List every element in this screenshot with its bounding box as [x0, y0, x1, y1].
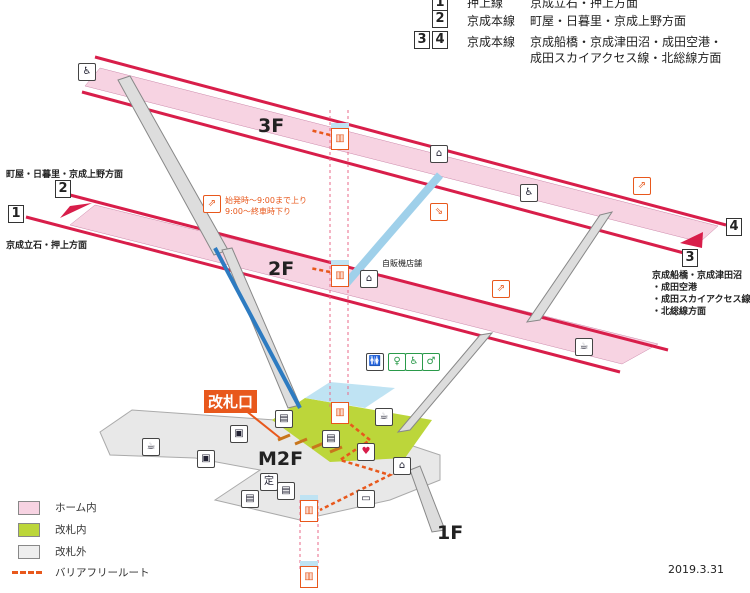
escalator-icon: ⇗ — [203, 195, 221, 213]
cafe-icon: ☕ — [142, 438, 160, 456]
elevator-shaft — [299, 110, 349, 570]
ticket-office-icon: ▤ — [322, 430, 340, 448]
platform-3-direction-line: ・成田スカイアクセス線 — [652, 295, 750, 305]
platform-3-direction-line: 京成船橋・京成津田沼 — [652, 271, 743, 281]
track-4 — [94, 55, 727, 227]
legend-label-outside-gate: 改札外 — [55, 546, 87, 558]
ticket-machine-icon: ▣ — [197, 450, 215, 468]
platform-4-number: 4 — [726, 218, 742, 236]
line-34-name: 京成本線 — [467, 35, 516, 49]
escalator-icon: ⇗ — [633, 177, 651, 195]
restroom-area — [305, 382, 395, 408]
line-number-4: 4 — [432, 31, 448, 49]
track-3 — [81, 90, 685, 255]
platform-3-number: 3 — [682, 249, 698, 267]
ostomate-icon: ♂ — [422, 353, 440, 371]
ticket-gate-label: 改札口 — [204, 390, 258, 413]
line-2-direction: 町屋・日暮里・京成上野方面 — [530, 14, 687, 28]
line-1-direction: 京成立石・押上方面 — [530, 0, 639, 10]
escalator-note-line: 9:00～終車時下り — [225, 207, 291, 216]
platform-1-number: 1 — [8, 205, 24, 223]
revision-date: 2019.3.31 — [668, 563, 724, 576]
ticket-office-icon: ▤ — [277, 482, 295, 500]
ticket-office-icon: ▤ — [241, 490, 259, 508]
direction-arrow-left — [60, 203, 92, 218]
restroom-icon: 🚻 — [366, 353, 384, 371]
legend-label-barrier-free: バリアフリールート — [55, 567, 150, 579]
barrier-free-route — [309, 128, 394, 512]
commuter-pass-icon: 定 — [260, 473, 278, 491]
line-2-name: 京成本線 — [467, 14, 516, 28]
line-number-3: 3 — [414, 31, 430, 49]
platform-3-direction-line: ・北総線方面 — [652, 307, 707, 317]
platform-2-number: 2 — [55, 180, 71, 198]
vending-store-label: 自販機店舗 — [382, 259, 422, 268]
floor-2f-label: 2F — [268, 258, 295, 280]
ticket-machine-icon: ▣ — [230, 425, 248, 443]
legend-label-platform: ホーム内 — [55, 502, 97, 514]
escalator-note: 始発時～9:00まで上り 9:00～終車時下り — [225, 195, 307, 217]
legend-swatch-outside-gate — [18, 545, 40, 559]
elevator-icon: ▥ — [300, 500, 318, 522]
elevator-icon: ▥ — [331, 265, 349, 287]
gate-callout-line — [244, 409, 281, 439]
elevator-icon: ▥ — [331, 128, 349, 150]
wheelchair-icon: ♿ — [405, 353, 423, 371]
cafe-icon: ☕ — [575, 338, 593, 356]
legend-swatch-inside-gate — [18, 523, 40, 537]
escalator-icon: ⇘ — [430, 203, 448, 221]
baby-stroller-icon: ♿ — [520, 184, 538, 202]
vending-store-icon: ⌂ — [430, 145, 448, 163]
line-1-name: 押上線 — [467, 0, 504, 10]
vending-store-icon: ⌂ — [360, 270, 378, 288]
cafe-icon: ☕ — [375, 408, 393, 426]
legend-label-inside-gate: 改札内 — [55, 524, 87, 536]
escalator-icon: ⇗ — [492, 280, 510, 298]
locker-icon: ▭ — [357, 490, 375, 508]
baby-stroller-icon: ♿ — [78, 63, 96, 81]
track-1 — [25, 215, 621, 374]
elevator-icon: ▥ — [331, 402, 349, 424]
line-34-direction-2: 成田スカイアクセス線・北総線方面 — [530, 51, 722, 65]
ticket-office-icon: ▤ — [275, 410, 293, 428]
platform-1-direction: 京成立石・押上方面 — [6, 241, 88, 251]
line-number-2: 2 — [432, 10, 448, 28]
escalator-note-line: 始発時～9:00まで上り — [225, 196, 307, 205]
floor-1f-label: 1F — [437, 522, 464, 544]
floor-3f-label: 3F — [258, 115, 285, 137]
aed-icon: ♥ — [357, 443, 375, 461]
baby-care-icon: ♀ — [388, 353, 406, 371]
legend-swatch-platform — [18, 501, 40, 515]
platform-3-direction: 京成船橋・京成津田沼 ・成田空港 ・成田スカイアクセス線 ・北総線方面 — [652, 270, 750, 318]
direction-arrow-right — [680, 232, 703, 248]
elevator-icon: ▥ — [300, 566, 318, 588]
escalators — [213, 172, 444, 409]
floor-m2f-label: M2F — [258, 448, 304, 470]
platform-2-direction: 町屋・日暮里・京成上野方面 — [6, 170, 124, 180]
legend-barrier-free-line — [12, 571, 42, 574]
platform-3-direction-line: ・成田空港 — [652, 283, 698, 293]
line-34-direction: 京成船橋・京成津田沼・成田空港・ — [530, 35, 723, 49]
vending-store-icon: ⌂ — [393, 457, 411, 475]
